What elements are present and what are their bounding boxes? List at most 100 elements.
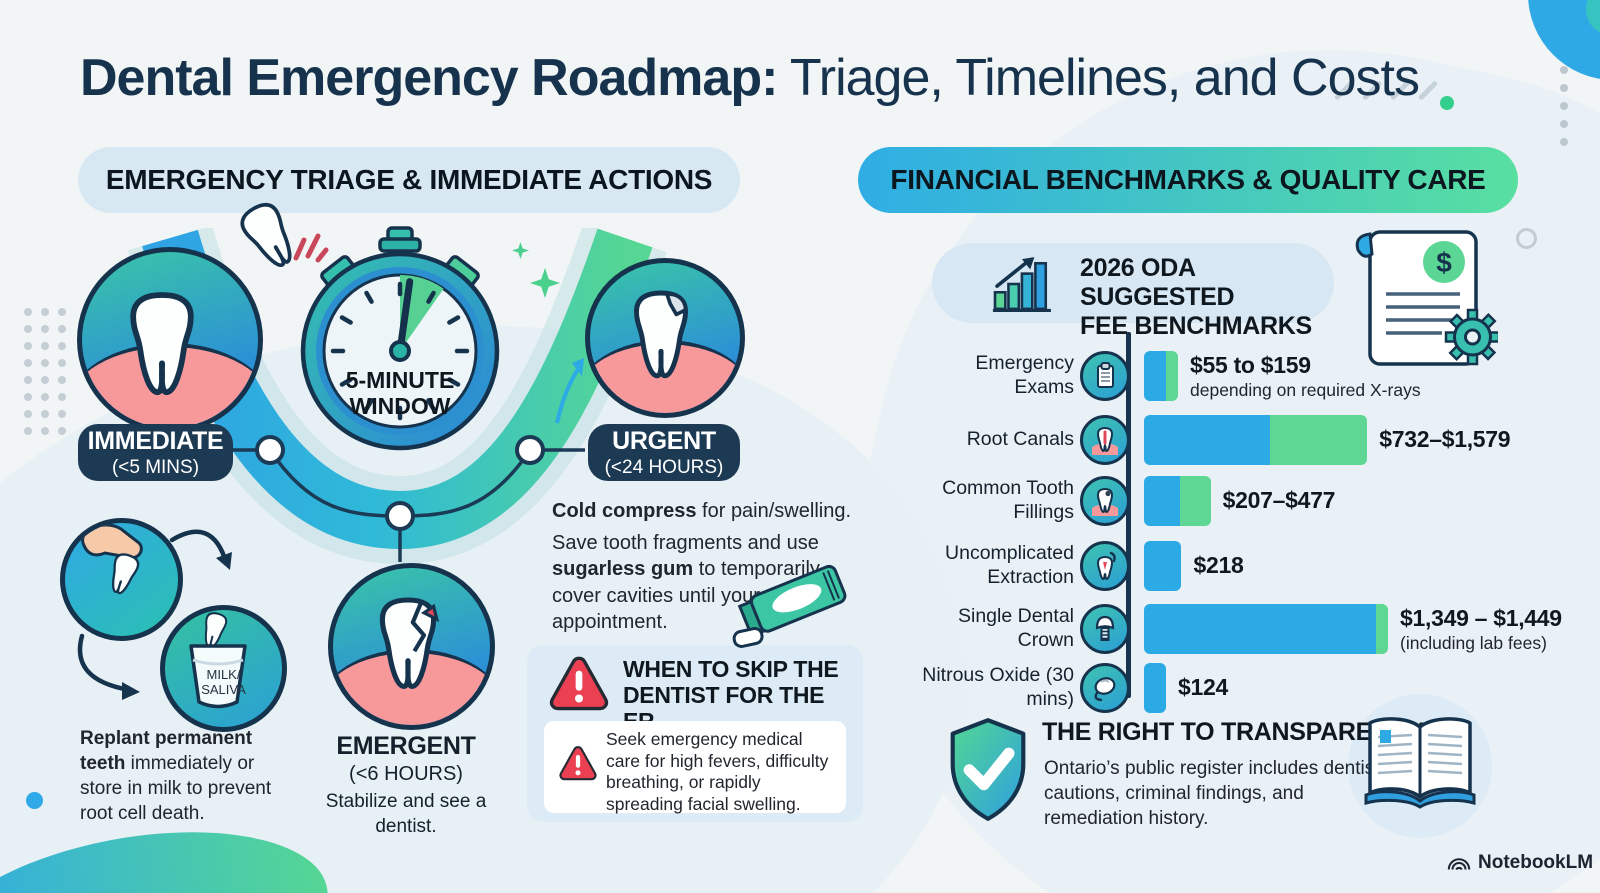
fee-value: $218: [1193, 552, 1243, 580]
ring-decoration: [1516, 228, 1537, 249]
sugarless-gum-pack-icon: [732, 564, 847, 648]
dot-column-decoration: [1560, 66, 1568, 146]
stage-emergent-text: EMERGENT (<6 HOURS) Stabilize and see a …: [322, 732, 490, 839]
cold-compress-note: Cold compress for pain/swelling.: [552, 498, 852, 524]
fees-header-pill: 2026 ODA SUGGESTED FEE BENCHMARKS: [932, 243, 1334, 340]
stage-emergent-label: EMERGENT: [336, 732, 476, 760]
replant-note-bold: Replant permanent teeth: [80, 728, 253, 775]
cracked-tooth-illustration: [328, 563, 495, 730]
fragments-note-post: to temporarily cover cavities until your…: [552, 558, 820, 634]
fee-row-label: Common Tooth Fillings: [942, 477, 1074, 523]
page-title-light: Triage, Timelines, and Costs: [777, 49, 1420, 107]
fee-row-dental-crown: Single Dental Crown $1,349 – $1,449 (inc…: [920, 598, 1562, 660]
sparkle-icon: [530, 268, 560, 298]
fee-value: $1,349 – $1,449 (including lab fees): [1400, 605, 1562, 654]
stage-emergent-time: (<6 HOURS): [349, 763, 463, 785]
fee-row-nitrous-oxide: Nitrous Oxide (30 mins) $124: [920, 657, 1228, 719]
milk-label-line1: MILK/: [206, 667, 241, 682]
fee-row-root-canals: Root Canals $732–$1,579: [920, 409, 1511, 471]
right-section-header-label: FINANCIAL BENCHMARKS & QUALITY CARE: [890, 164, 1486, 195]
notebooklm-logo-icon: [1447, 858, 1471, 871]
tooth-icon: [615, 289, 707, 389]
filling-tooth-icon: [1080, 476, 1130, 526]
shield-check-icon: [950, 718, 1026, 821]
fee-value-main: $55 to $159: [1190, 351, 1311, 378]
dot-decoration: [1440, 96, 1454, 110]
hand-holding-tooth-illustration: [60, 518, 183, 641]
dollar-sign-glyph: $: [1436, 247, 1452, 278]
fee-bar: [1144, 541, 1182, 591]
warning-triangle-icon: [549, 656, 609, 711]
fee-bar: [1144, 476, 1211, 526]
cold-compress-bold: Cold compress: [552, 500, 697, 522]
fee-row-label: Uncomplicated Extraction: [945, 542, 1074, 588]
notebooklm-watermark-label: NotebookLM: [1478, 852, 1594, 873]
fee-row-label: Single Dental Crown: [958, 605, 1074, 651]
fee-value-main: $218: [1193, 552, 1244, 578]
milk-label-line2: SALIVA: [201, 681, 246, 697]
er-warning-title: WHEN TO SKIP THE DENTIST FOR THE ER: [623, 656, 839, 733]
stopwatch-label-line2: WINDOW: [350, 393, 451, 419]
fragments-note: Save tooth fragments and use sugarless g…: [552, 530, 834, 636]
stage-immediate-time: (<5 MINS): [111, 456, 200, 478]
fee-value: $55 to $159 depending on required X-rays: [1190, 352, 1421, 401]
open-book-icon: [1364, 717, 1476, 809]
impact-marks-icon: [293, 233, 329, 263]
fee-value-main: $1,349 – $1,449: [1400, 604, 1562, 631]
right-section-header: FINANCIAL BENCHMARKS & QUALITY CARE: [858, 147, 1518, 213]
dot-decoration: [26, 792, 43, 809]
fee-row-emergency-exams: Emergency Exams $55 to $159 depending on…: [920, 345, 1421, 407]
fee-value-sub: depending on required X-rays: [1190, 379, 1421, 400]
er-warning-box: WHEN TO SKIP THE DENTIST FOR THE ER Seek…: [527, 645, 863, 822]
fee-receipt-icon: $: [1355, 230, 1498, 366]
stage-immediate-label: IMMEDIATE: [87, 426, 224, 455]
extraction-tooth-icon: [1080, 541, 1130, 591]
bar-chart-icon: [992, 257, 1051, 312]
fee-bar: [1144, 663, 1166, 713]
cold-compress-rest: for pain/swelling.: [696, 500, 852, 522]
fees-title: 2026 ODA SUGGESTED FEE BENCHMARKS: [1080, 254, 1334, 340]
sparkle-icon: [512, 242, 529, 259]
stage-urgent-label: URGENT: [612, 426, 716, 455]
milk-glass-illustration: MILK/ SALIVA: [160, 605, 287, 732]
tooth-icon: [360, 596, 440, 700]
fee-bar: [1144, 351, 1178, 401]
dental-crown-icon: [1080, 604, 1130, 654]
dot-grid-decoration: [24, 308, 66, 435]
fragments-note-bold: sugarless gum: [552, 558, 694, 581]
left-section-header: EMERGENCY TRIAGE & IMMEDIATE ACTIONS: [78, 147, 740, 213]
left-section-header-label: EMERGENCY TRIAGE & IMMEDIATE ACTIONS: [105, 164, 713, 195]
page-title: Dental Emergency Roadmap: Triage, Timeli…: [80, 48, 1420, 108]
fee-row-extraction: Uncomplicated Extraction $218: [920, 535, 1244, 597]
stopwatch-icon: 5-MINUTE WINDOW: [300, 226, 500, 451]
fee-row-label: Emergency Exams: [975, 352, 1074, 398]
fees-title-line2: FEE BENCHMARKS: [1080, 311, 1312, 340]
fee-row-label: Root Canals: [966, 428, 1074, 451]
avulsed-tooth-illustration: [77, 247, 263, 433]
fragments-note-pre: Save tooth fragments and use: [552, 532, 819, 554]
fee-row-label: Nitrous Oxide (30 mins): [922, 664, 1074, 710]
stage-immediate-pill: IMMEDIATE (<5 MINS): [78, 424, 233, 481]
fee-value: $207–$477: [1222, 487, 1336, 515]
fee-row-tooth-fillings: Common Tooth Fillings $207–$477: [920, 470, 1335, 532]
milk-saliva-label: MILK/ SALIVA: [165, 667, 282, 698]
fee-value: $124: [1178, 674, 1228, 702]
transparency-body: Ontario’s public register includes denti…: [1044, 758, 1380, 830]
fee-value: $732–$1,579: [1379, 426, 1510, 454]
nitrous-mask-icon: [1080, 663, 1130, 713]
stage-emergent-note: Stabilize and see a dentist.: [325, 791, 487, 837]
fee-value-main: $207–$477: [1222, 487, 1336, 513]
notebooklm-watermark: NotebookLM: [1446, 852, 1593, 874]
replant-note-rest: immediately or store in milk to prevent …: [80, 753, 272, 825]
chipped-tooth-illustration: [585, 258, 745, 418]
fee-bar: [1144, 604, 1389, 654]
fee-bar: [1144, 415, 1368, 465]
page-title-bold: Dental Emergency Roadmap:: [80, 49, 778, 107]
glass-icon: [189, 610, 247, 709]
stage-urgent-pill: URGENT (<24 HOURS): [588, 424, 740, 481]
tooth-icon: [108, 290, 216, 408]
fee-value-sub: (including lab fees): [1400, 632, 1547, 653]
chart-axis-line: [1126, 332, 1131, 698]
cycle-arrows-icon: [77, 529, 232, 700]
